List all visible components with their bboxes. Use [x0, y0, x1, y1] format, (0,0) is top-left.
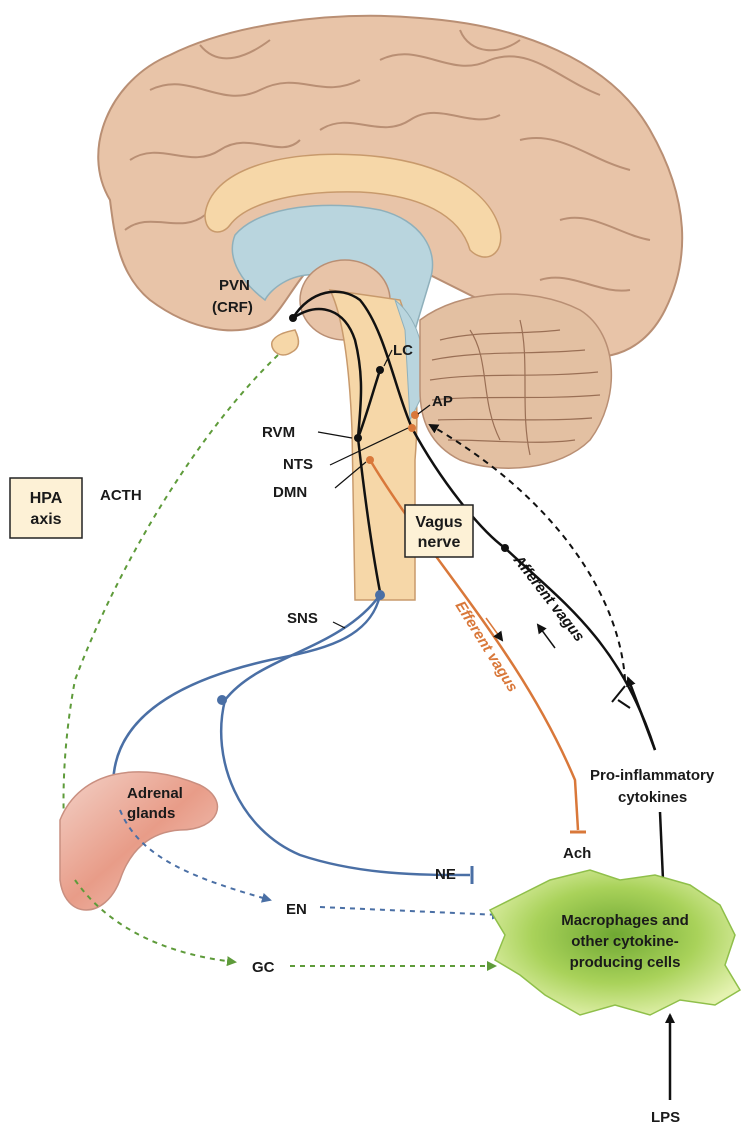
efferent-vagus-label: Efferent vagus — [452, 598, 521, 695]
en-label: EN — [286, 901, 307, 918]
afferent-direction-arrow — [538, 625, 555, 648]
proinflam-label-line1: Pro-inflammatory — [590, 767, 715, 784]
pituitary — [272, 330, 299, 355]
vagus-box-line2: nerve — [418, 534, 461, 551]
vagus-nerve-box: Vagus nerve — [405, 505, 473, 557]
vagus-box-line1: Vagus — [415, 514, 462, 531]
cerebellum — [420, 294, 611, 468]
pvn-node — [289, 314, 297, 322]
hpa-box-line1: HPA — [30, 490, 63, 507]
sns-label: SNS — [287, 610, 318, 627]
adrenal-label-line2: glands — [127, 805, 175, 822]
acth-label: ACTH — [100, 487, 142, 504]
crf-label: (CRF) — [212, 299, 253, 316]
nts-label: NTS — [283, 456, 313, 473]
nts-node — [408, 424, 416, 432]
lc-node — [376, 366, 384, 374]
macrophage-label-line1: Macrophages and — [561, 912, 689, 929]
ne-label: NE — [435, 866, 456, 883]
hpa-box-line2: axis — [30, 511, 61, 528]
dmn-label: DMN — [273, 484, 307, 501]
lc-label: LC — [393, 342, 413, 359]
rvm-label: RVM — [262, 424, 295, 441]
sns-pathways — [113, 595, 470, 875]
ap-node — [411, 411, 419, 419]
macrophage-label-line2: other cytokine- — [571, 933, 679, 950]
proinflam-label-line2: cytokines — [618, 789, 687, 806]
afferent-vagus-label: Afferent vagus — [509, 551, 588, 645]
macrophage-label-line3: producing cells — [570, 954, 681, 971]
rvm-node — [354, 434, 362, 442]
pvn-label: PVN — [219, 277, 250, 294]
ach-label: Ach — [563, 845, 591, 862]
hpa-axis-box: HPA axis — [10, 478, 82, 538]
en-arrow-2 — [320, 907, 500, 915]
adrenal-label-line1: Adrenal — [127, 785, 183, 802]
lps-label: LPS — [651, 1109, 680, 1126]
vagus-ganglion-node — [501, 544, 509, 552]
brain-illustration — [98, 16, 682, 600]
gc-label: GC — [252, 959, 275, 976]
afferent-terminal — [612, 686, 630, 708]
ap-label: AP — [432, 393, 453, 410]
